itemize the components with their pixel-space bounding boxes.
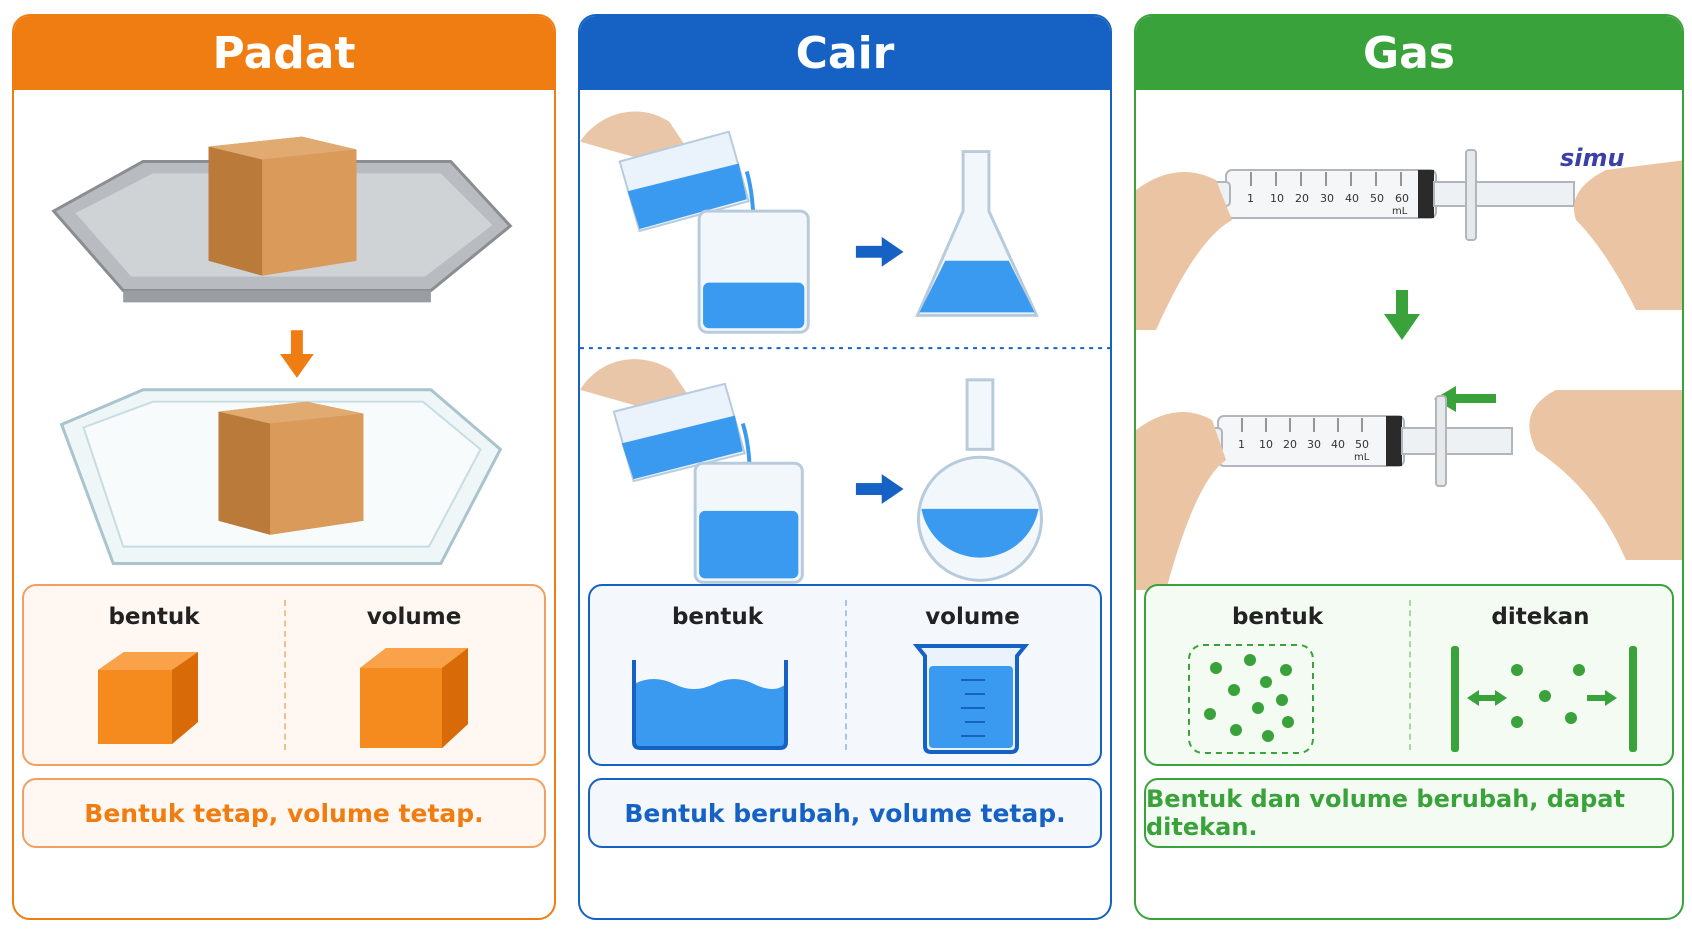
feature-bentuk-gas: bentuk [1146,586,1409,764]
pouring-beaker-top [580,111,756,301]
tick-label: 30 [1307,438,1321,451]
arrow-right-icon [855,236,904,267]
feature-volume-cair: volume [845,586,1100,764]
tick-label: 60 [1395,192,1409,205]
cair-illustration [580,111,1110,584]
hand-right-top [1574,160,1682,310]
panel-gas: Gas [1134,14,1684,920]
summary-gas: Bentuk dan volume berubah, dapat ditekan… [1144,778,1674,848]
gas-illustration: 1 10 20 30 40 50 60 mL 1 10 20 30 40 50 … [1136,90,1682,630]
tick-label: 20 [1283,438,1297,451]
feature-box-cair: bentuk volume [588,584,1102,766]
arrow-down-icon [280,330,314,378]
unit-label: mL [1392,206,1408,217]
feature-label: bentuk [671,604,764,630]
erlenmeyer-flask [915,150,1039,317]
tick-label: 1 [1238,438,1245,451]
orange-cube-icon [360,648,468,748]
feature-label: volume [366,604,462,630]
tick-label: 30 [1320,192,1334,205]
compression-icon [1451,646,1637,752]
tick-label: 10 [1259,438,1273,451]
gas-particles-icon [1188,644,1314,754]
feature-box-gas: bentuk ditekan [1144,584,1674,766]
feature-label: ditekan [1491,604,1590,630]
feature-label: bentuk [108,604,200,630]
pouring-beaker-bottom [580,359,752,529]
feature-bentuk-cair: bentuk [590,586,845,764]
watermark: simu [1560,144,1625,172]
beaker-bottom [693,461,804,584]
beaker-top [697,209,810,334]
tick-label: 40 [1345,192,1359,205]
orange-cube-icon [98,652,198,744]
tick-label: 10 [1270,192,1284,205]
panel-title-padat: Padat [14,16,554,90]
tick-label: 1 [1247,192,1254,205]
feature-label: volume [925,604,1020,630]
syringe-top [1193,149,1575,241]
wooden-cube-dish [218,401,364,535]
padat-illustration [51,136,513,565]
hand-left-bottom [1136,412,1226,590]
panel-cair: Cair [578,14,1112,920]
hand-left-top [1136,172,1232,330]
tick-label: 50 [1370,192,1384,205]
tick-label: 20 [1295,192,1309,205]
feature-bentuk-padat: bentuk [24,586,284,764]
syringe-bottom [1185,395,1513,487]
panel-title-cair: Cair [580,16,1110,90]
measuring-beaker-icon [913,644,1029,754]
feature-box-padat: bentuk volume [22,584,546,766]
wooden-cube-tray [208,136,357,276]
tick-label: 40 [1331,438,1345,451]
feature-ditekan-gas: ditekan [1409,586,1672,764]
summary-cair: Bentuk berubah, volume tetap. [588,778,1102,848]
hand-right-bottom [1529,390,1682,560]
summary-padat: Bentuk tetap, volume tetap. [22,778,546,848]
unit-label: mL [1354,452,1370,463]
panel-padat: Padat [12,14,556,920]
round-flask [916,378,1044,582]
arrow-right-icon [855,474,904,504]
liquid-container-icon [632,660,788,750]
feature-label: bentuk [1231,604,1324,630]
arrow-down-icon [1384,290,1420,340]
tick-label: 50 [1355,438,1369,451]
panel-title-gas: Gas [1136,16,1682,90]
feature-volume-padat: volume [284,586,544,764]
